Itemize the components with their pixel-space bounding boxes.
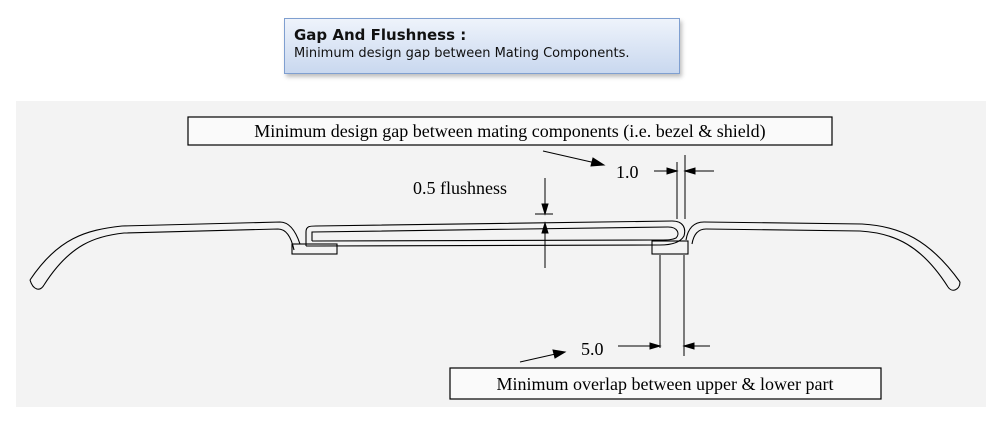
bottom-callout-box — [449, 367, 882, 400]
gap-value-label: 1.0 — [616, 162, 639, 182]
page-subtitle: Minimum design gap between Mating Compon… — [294, 46, 630, 61]
top-callout-label: Minimum design gap between mating compon… — [254, 121, 765, 142]
bottom-leader-arrow — [519, 349, 567, 363]
bottom-callout-label: Minimum overlap between upper & lower pa… — [497, 374, 834, 394]
top-leader-arrow — [542, 150, 606, 167]
page-title: Gap And Flushness : — [294, 26, 467, 44]
left-bezel-part — [29, 221, 338, 290]
overlap-dimension — [618, 255, 710, 356]
top-callout-box — [187, 116, 833, 146]
overlap-value-label: 5.0 — [581, 339, 604, 359]
flushness-dimension — [535, 178, 553, 268]
title-box: Gap And Flushness : Minimum design gap b… — [284, 18, 680, 74]
flushness-label: 0.5 flushness — [413, 178, 507, 198]
right-bezel-part — [651, 221, 961, 291]
gap-dimension — [654, 155, 714, 219]
center-shield-part — [305, 220, 686, 247]
drawing-area — [16, 101, 986, 407]
